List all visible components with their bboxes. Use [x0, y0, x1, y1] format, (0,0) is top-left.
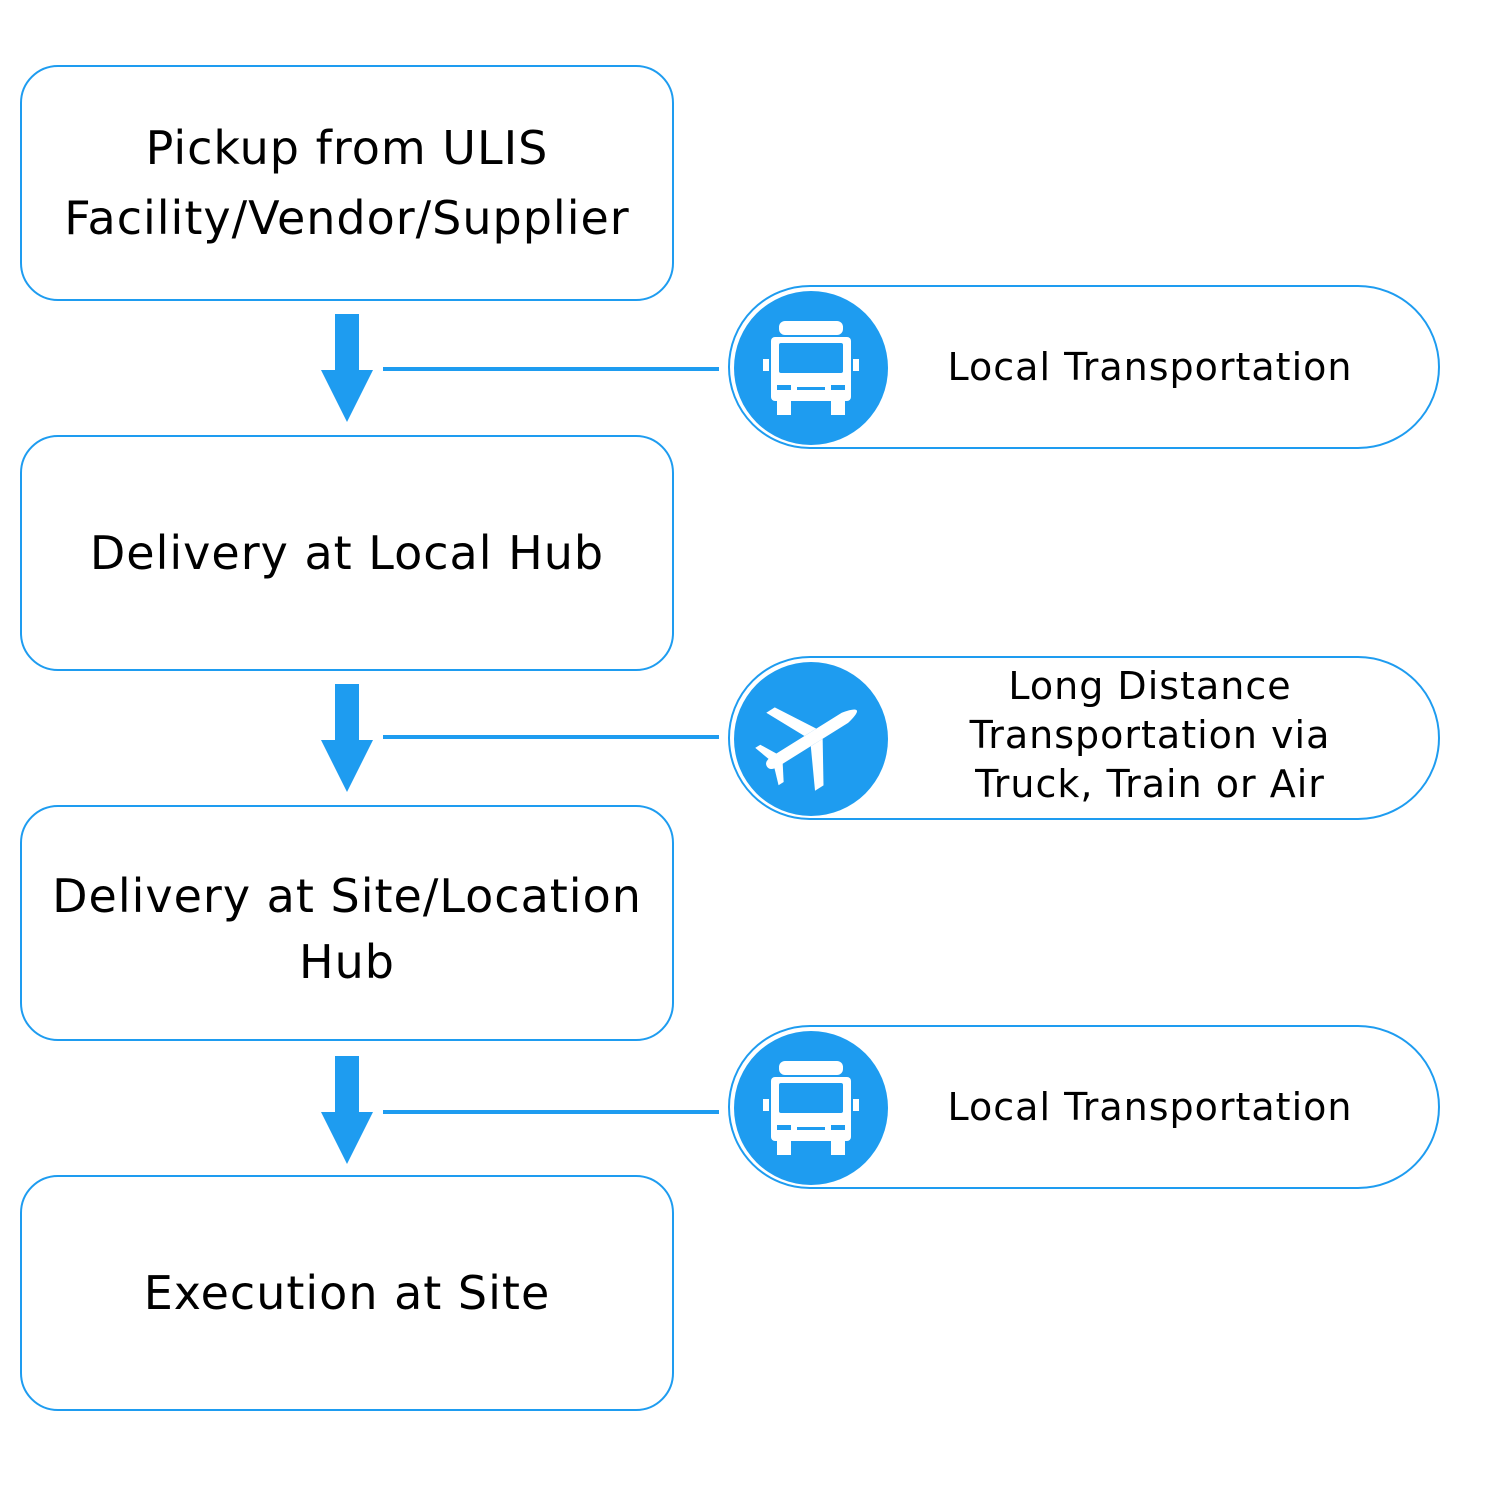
airplane-icon: [734, 662, 888, 816]
step-pickup-box: Pickup from ULIS Facility/Vendor/Supplie…: [20, 65, 674, 301]
step-site-hub-box: Delivery at Site/Location Hub: [20, 805, 674, 1041]
down-arrow-icon: [321, 1056, 373, 1164]
transport-mode-long-distance: Long Distance Transportation via Truck, …: [728, 656, 1440, 820]
transport-mode-label: Local Transportation: [947, 344, 1353, 389]
bus-icon: [734, 1031, 888, 1185]
down-arrow-icon: [321, 684, 373, 792]
down-arrow-icon: [321, 314, 373, 422]
connector-line: [383, 1110, 719, 1114]
step-label: Pickup from ULIS Facility/Vendor/Supplie…: [64, 121, 630, 245]
connector-line: [383, 735, 719, 739]
transport-mode-local-1: Local Transportation: [728, 285, 1440, 449]
transport-mode-local-2: Local Transportation: [728, 1025, 1440, 1189]
transport-mode-label: Long Distance Transportation via Truck, …: [969, 663, 1331, 806]
connector-line: [383, 367, 719, 371]
step-label: Delivery at Site/Location Hub: [52, 869, 642, 989]
step-label: Delivery at Local Hub: [89, 526, 605, 580]
step-label: Execution at Site: [143, 1266, 551, 1320]
bus-icon: [734, 291, 888, 445]
transport-mode-label: Local Transportation: [947, 1084, 1353, 1129]
step-execution-box: Execution at Site: [20, 1175, 674, 1411]
step-local-hub-box: Delivery at Local Hub: [20, 435, 674, 671]
